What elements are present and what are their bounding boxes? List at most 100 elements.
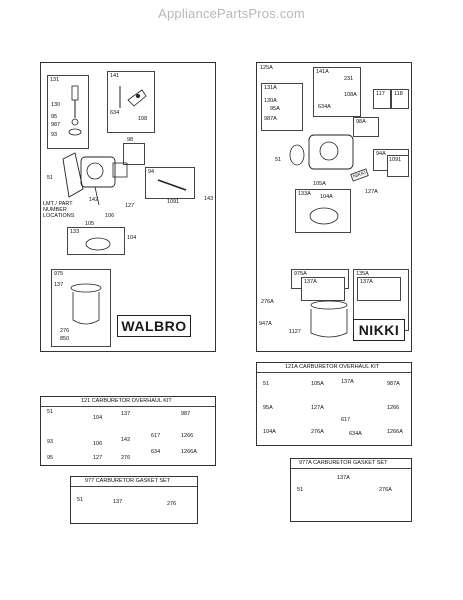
kit-121A-label-104A: 104A xyxy=(263,429,276,435)
label-117: 117 xyxy=(376,91,385,97)
kit-977A-title-rule xyxy=(291,468,411,469)
label-106: 106 xyxy=(105,213,115,219)
needle-valve-drawing xyxy=(68,85,82,136)
kit-977A-title: 977A CARBURETOR GASKET SET xyxy=(299,460,388,466)
label-108A: 108A xyxy=(344,92,357,98)
label-1091-nikki: 1091 xyxy=(389,157,402,163)
label-105A: 105A xyxy=(313,181,326,187)
label-98: 98 xyxy=(127,137,134,143)
label-135A: 135A xyxy=(356,271,369,277)
walbro-carburetor-drawing xyxy=(62,152,128,206)
kit-121A-label-617: 617 xyxy=(341,417,351,423)
part-box-117: 117 xyxy=(373,89,391,109)
kit-121A-label-634A: 634A xyxy=(349,431,362,437)
kit-121-label-1266: 1266 xyxy=(181,433,194,439)
label-118: 118 xyxy=(394,91,403,97)
part-box-98A: 98A xyxy=(353,117,379,137)
kit-121-title-rule xyxy=(41,406,215,407)
kit-121-label-634: 634 xyxy=(151,449,161,455)
walbro-panel: 131 130 95 987 93 141 634 108 98 51 94 xyxy=(40,62,216,352)
label-143: 143 xyxy=(204,196,214,202)
label-94: 94 xyxy=(148,169,155,175)
label-95: 95 xyxy=(51,114,58,120)
kit-121A-label-95A: 95A xyxy=(263,405,273,411)
kit-121A-title: 121A CARBURETOR OVERHAUL KIT xyxy=(285,364,380,370)
kit-121A-label-127A: 127A xyxy=(311,405,324,411)
float-drawing xyxy=(85,237,111,251)
label-51: 51 xyxy=(47,175,54,181)
kit-121A-label-105A: 105A xyxy=(311,381,324,387)
kit-121-title: 121 CARBURETOR OVERHAUL KIT xyxy=(81,398,172,404)
label-142: 142 xyxy=(89,197,99,203)
label-634A: 634A xyxy=(318,104,331,110)
part-box-133A: 133A 104A xyxy=(295,189,351,233)
label-104A: 104A xyxy=(320,194,333,200)
kit-121-label-104: 104 xyxy=(93,415,103,421)
label-131: 131 xyxy=(50,77,60,83)
part-box-98 xyxy=(123,143,145,165)
label-231: 231 xyxy=(344,76,354,82)
kit-121-label-276: 276 xyxy=(121,455,131,461)
float-lever-drawing xyxy=(119,86,147,108)
kit-121-label-106: 106 xyxy=(93,441,103,447)
label-634: 634 xyxy=(110,110,120,116)
kit-121A-label-1266: 1266 xyxy=(387,405,400,411)
kit-121A-label-987A: 987A xyxy=(387,381,400,387)
label-975A: 975A xyxy=(294,271,307,277)
label-137A-1: 137A xyxy=(304,279,317,285)
label-127: 127 xyxy=(125,203,135,209)
label-276A: 276A xyxy=(261,299,274,305)
label-141: 141 xyxy=(110,73,120,79)
label-93: 93 xyxy=(51,132,58,138)
kit-121-label-137: 137 xyxy=(121,411,131,417)
walbro-brand-label: WALBRO xyxy=(117,315,191,337)
label-104: 104 xyxy=(127,235,137,241)
label-947A: 947A xyxy=(259,321,272,327)
label-141A: 141A xyxy=(316,69,329,75)
label-131A: 131A xyxy=(264,85,277,91)
label-lmt-3: LOCATIONS xyxy=(43,213,75,219)
label-130: 130 xyxy=(51,102,61,108)
label-133: 133 xyxy=(70,229,80,235)
label-lmt-2: NUMBER xyxy=(43,207,67,213)
kit-121A-label-276A: 276A xyxy=(311,429,324,435)
float-bowl-drawing xyxy=(70,283,102,325)
kit-121-label-95: 95 xyxy=(47,455,54,461)
kit-121A-title-rule xyxy=(257,372,411,373)
label-108: 108 xyxy=(138,116,148,122)
label-850: 850 xyxy=(60,336,70,342)
label-51-nikki: 51 xyxy=(275,157,282,163)
kit-121-label-93: 93 xyxy=(47,439,54,445)
kit-121A-label-137A: 137A xyxy=(341,379,354,385)
part-box-141: 141 634 108 xyxy=(107,71,155,133)
label-987A: 987A xyxy=(264,116,277,122)
kit-977-title-rule xyxy=(71,486,197,487)
kit-121-label-617: 617 xyxy=(151,433,161,439)
part-box-975: 975 137 276 850 xyxy=(51,269,111,347)
part-box-131A: 131A 130A 95A 987A xyxy=(261,83,303,131)
kit-977A-panel: 977A CARBURETOR GASKET SET 51 137A 276A xyxy=(290,458,412,522)
kit-121-label-127: 127 xyxy=(93,455,103,461)
kit-121A-panel: 121A CARBURETOR OVERHAUL KIT 51 105A 137… xyxy=(256,362,412,446)
part-box-118: 118 xyxy=(391,89,409,109)
label-98A: 98A xyxy=(356,119,366,125)
label-95A: 95A xyxy=(270,106,280,112)
label-133A: 133A xyxy=(298,191,311,197)
kit-977-title: 977 CARBURETOR GASKET SET xyxy=(85,478,171,484)
label-lmt-1: LMT / PART xyxy=(43,201,73,207)
part-box-137A-1: 137A xyxy=(301,277,345,301)
kit-121-label-987: 987 xyxy=(181,411,191,417)
label-127A: 127A xyxy=(365,189,378,195)
float-bowl-a-drawing xyxy=(310,300,348,338)
kit-977A-label-276A: 276A xyxy=(379,487,392,493)
watermark: AppliancePartsPros.com xyxy=(158,6,305,21)
kit-121-label-1266A: 1266A xyxy=(181,449,197,455)
mixture-screw-drawing xyxy=(157,179,187,191)
label-105: 105 xyxy=(85,221,95,227)
label-94A: 94A xyxy=(376,151,386,157)
kit-121-panel: 121 CARBURETOR OVERHAUL KIT 51 104 137 9… xyxy=(40,396,216,466)
nikki-carburetor-drawing xyxy=(289,134,354,170)
part-box-137A-2: 137A xyxy=(357,277,401,301)
kit-977-label-51: 51 xyxy=(77,497,84,503)
float-a-drawing xyxy=(309,207,339,225)
